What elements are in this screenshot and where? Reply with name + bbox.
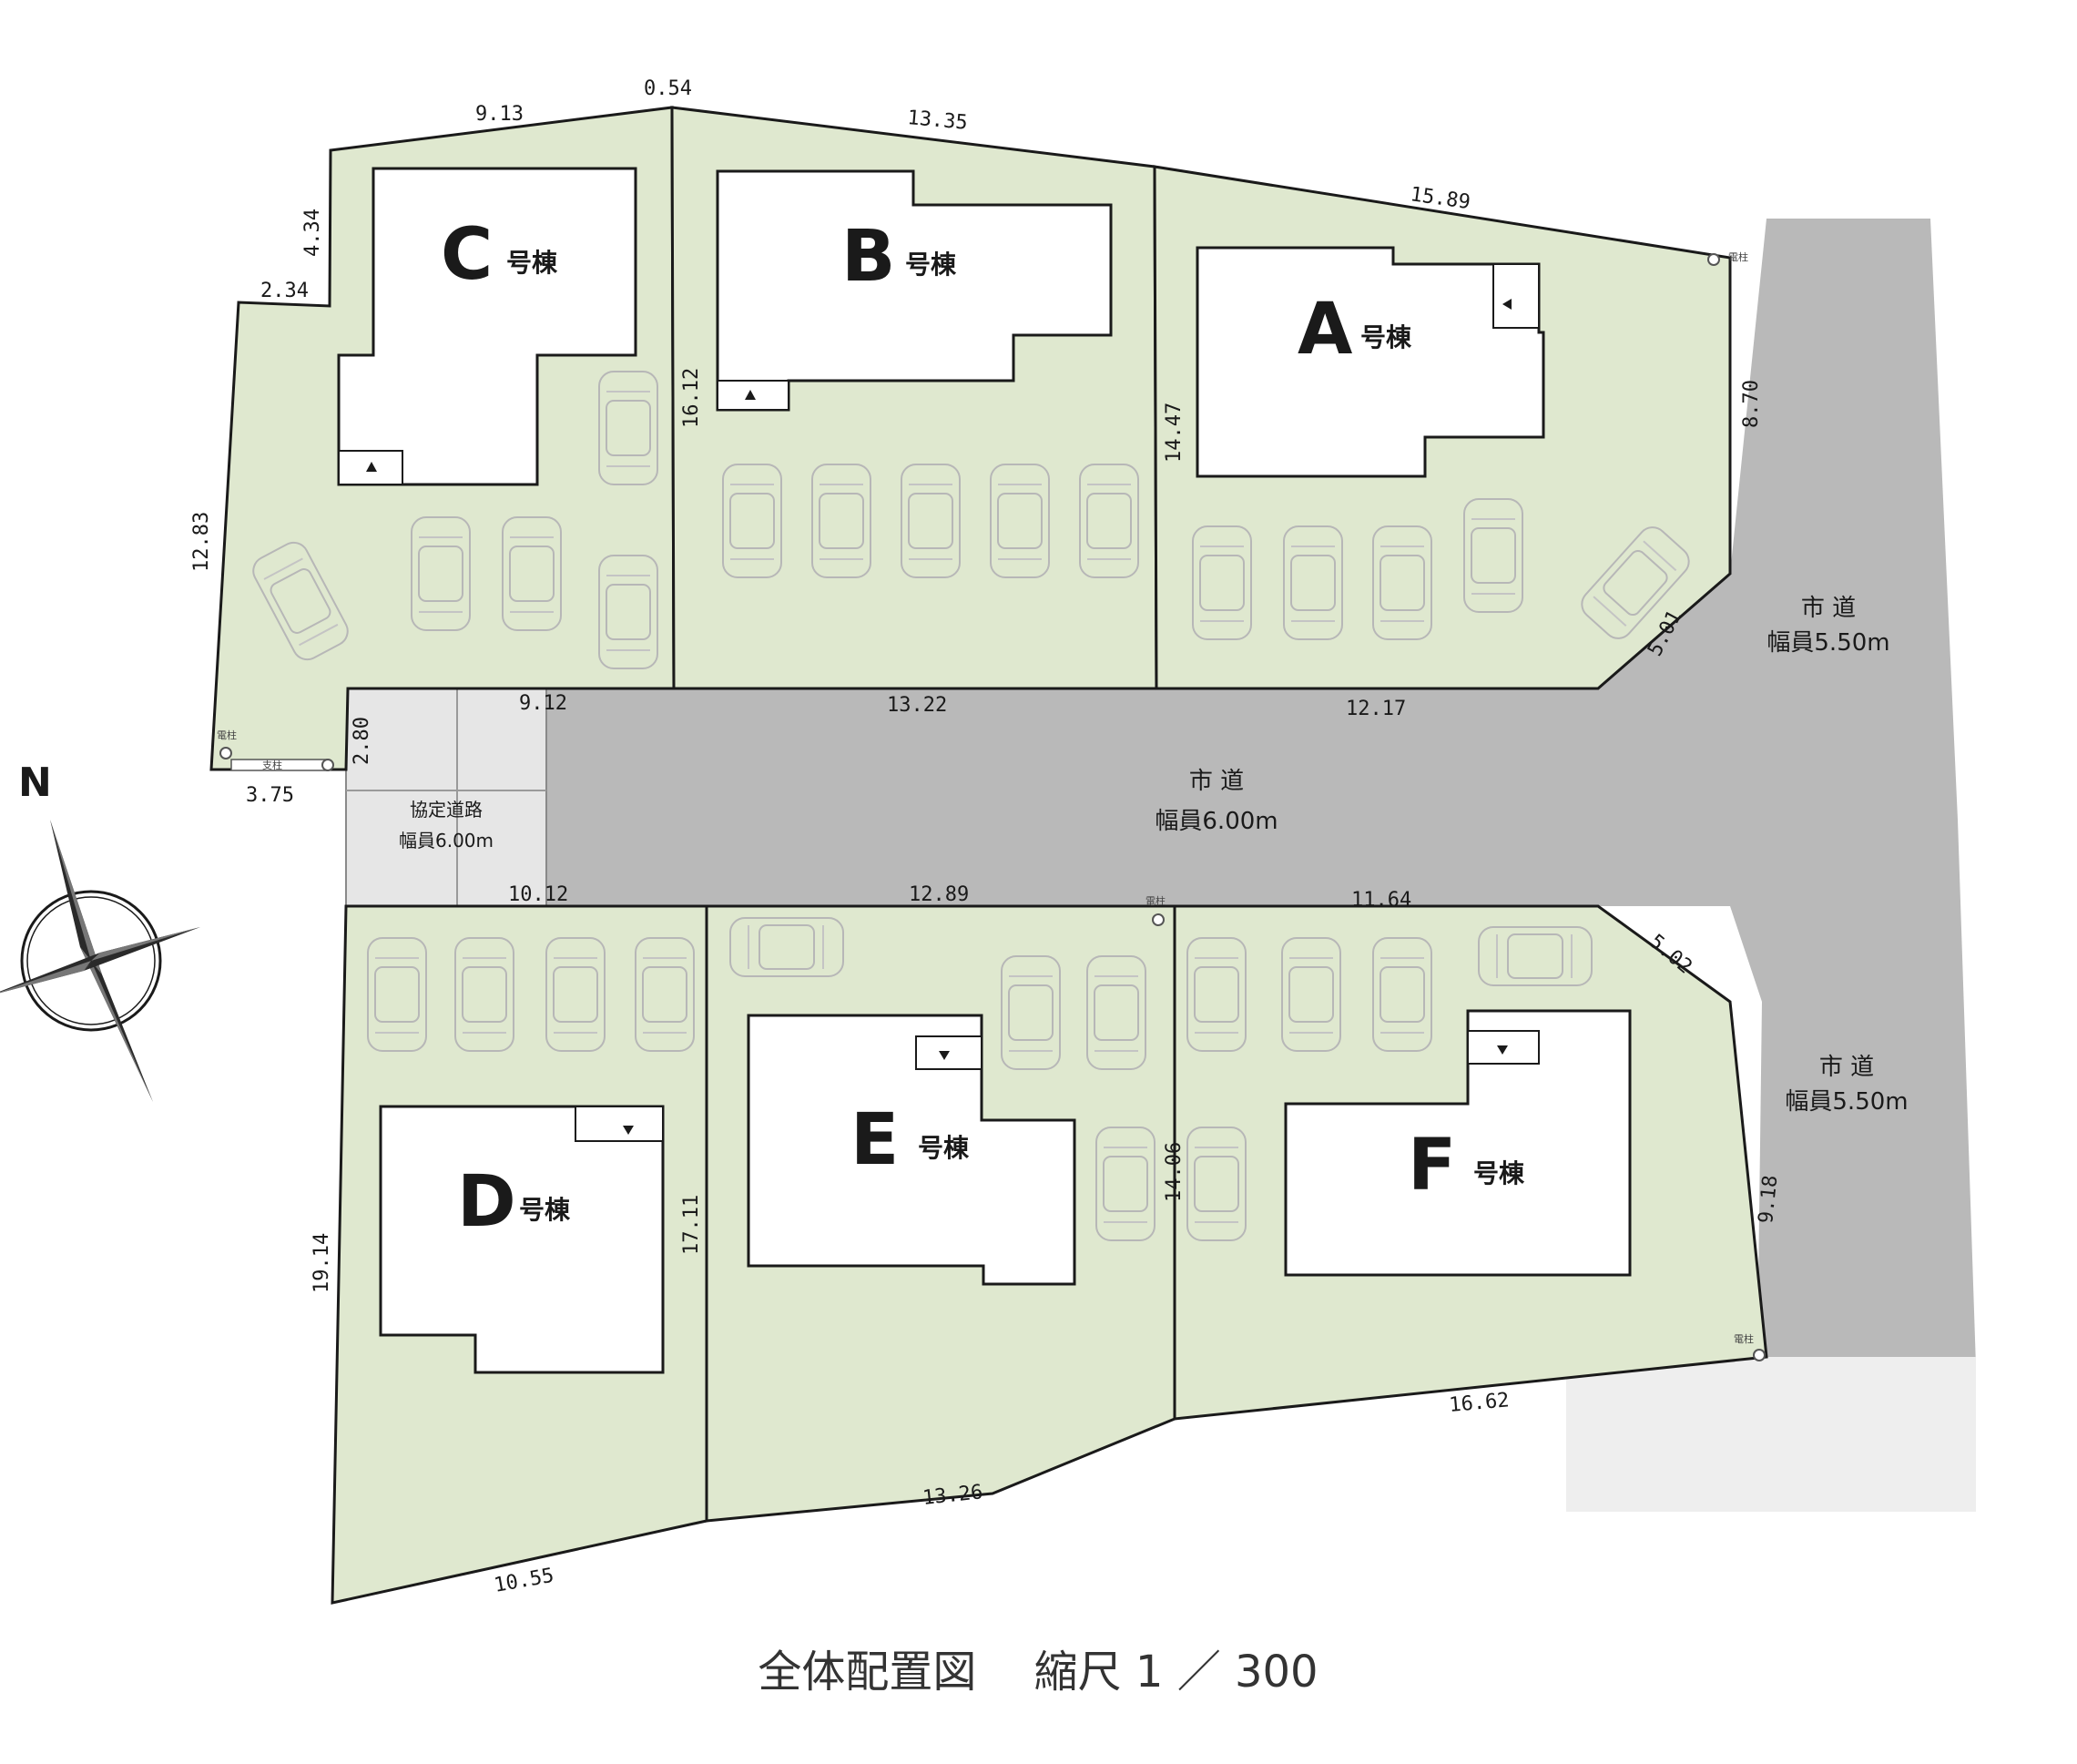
utility-pole-w <box>219 747 232 760</box>
parked-car <box>1086 955 1146 1070</box>
agreement-road <box>345 688 547 907</box>
parked-car <box>367 937 427 1052</box>
east-road-south-name: 市 道 <box>1819 1054 1874 1081</box>
parked-car <box>722 464 782 578</box>
dim-north-f: 11.64 <box>1351 889 1411 912</box>
parked-car <box>1095 1127 1156 1241</box>
parked-car <box>411 516 471 631</box>
east-road <box>1598 219 1976 1366</box>
dim-c-step-horizontal: 2.34 <box>260 280 309 302</box>
dim-ef-boundary: 14.06 <box>1163 1142 1186 1202</box>
dim-c-step-vertical: 4.34 <box>301 209 324 257</box>
house-f <box>1284 1009 1632 1277</box>
north-arrow: N <box>0 760 200 1102</box>
parked-car <box>598 555 658 669</box>
lot-suffix-f: 号棟 <box>1473 1158 1525 1188</box>
scan-patch <box>1566 1357 1976 1512</box>
dim-south-a: 12.17 <box>1346 698 1406 720</box>
entrance-markers <box>338 263 1540 1142</box>
lot-labels: C 号棟 B 号棟 A 号棟 D 号棟 E 号棟 F 号棟 <box>441 214 1525 1243</box>
dim-bc-boundary: 16.12 <box>680 368 703 428</box>
road-labels: 市 道 幅員6.00m 市 道 幅員5.50m 市 道 幅員5.50m 協定道路… <box>399 595 1909 1116</box>
lot-label-d: D <box>457 1161 516 1243</box>
parked-car <box>729 917 844 977</box>
parked-car <box>252 541 349 661</box>
parked-car <box>1372 525 1432 640</box>
pole-label-se: 電柱 <box>1734 1332 1754 1345</box>
pole-label-mid: 電柱 <box>1145 894 1166 907</box>
east-road-south-width: 幅員5.50m <box>1785 1088 1908 1116</box>
parked-car <box>545 937 606 1052</box>
lot-suffix-e: 号棟 <box>918 1133 970 1163</box>
dim-west-d: 19.14 <box>311 1233 333 1293</box>
stay-anchor <box>321 759 334 771</box>
lot-suffix-c: 号棟 <box>506 248 558 278</box>
utility-marks: 電柱 電柱 電柱 電柱 支柱 <box>217 250 1766 1361</box>
parked-car <box>1463 498 1523 613</box>
parked-car <box>454 937 514 1052</box>
parked-car <box>1079 464 1139 578</box>
east-road-north-width: 幅員5.50m <box>1766 629 1889 657</box>
lot-suffix-a: 号棟 <box>1360 322 1412 352</box>
dim-east-a: 8.70 <box>1740 380 1763 428</box>
lot-suffix-d: 号棟 <box>519 1195 571 1225</box>
dim-de-boundary: 17.11 <box>680 1195 703 1255</box>
dim-north-offset: 0.54 <box>644 77 692 100</box>
parked-car <box>1186 1127 1247 1241</box>
dim-north-c: 9.13 <box>475 103 524 126</box>
dim-ab-boundary: 14.47 <box>1163 403 1186 463</box>
lot-label-f: F <box>1408 1125 1456 1207</box>
house-a <box>1196 246 1545 478</box>
lot-label-e: E <box>850 1099 899 1181</box>
parked-car <box>1001 955 1061 1070</box>
agreement-road-name: 協定道路 <box>410 799 483 821</box>
dim-agreement-width: 2.80 <box>351 717 373 765</box>
agreement-road-width: 幅員6.00m <box>399 830 494 851</box>
main-road-name: 市 道 <box>1189 768 1244 795</box>
parking-cars <box>252 371 1690 1241</box>
east-road-north-name: 市 道 <box>1801 595 1856 622</box>
lot-label-b: B <box>841 216 895 298</box>
dim-north-d: 10.12 <box>508 883 568 906</box>
parked-car <box>1581 526 1690 639</box>
parked-car <box>1192 525 1252 640</box>
main-road-width: 幅員6.00m <box>1155 808 1278 835</box>
dim-south-b: 13.22 <box>887 694 947 717</box>
main-road <box>545 688 1598 906</box>
lot-label-c: C <box>441 214 493 296</box>
dim-north-b: 13.35 <box>906 107 968 135</box>
parked-car <box>635 937 695 1052</box>
dim-east-f: 9.18 <box>1755 1174 1782 1224</box>
parked-car <box>1283 525 1343 640</box>
dim-north-e: 12.89 <box>909 883 969 906</box>
parked-car <box>1281 937 1341 1052</box>
utility-pole-ne <box>1707 253 1720 266</box>
dim-south-d: 10.55 <box>493 1565 556 1597</box>
plan-caption: 全体配置図 縮尺 1 ／ 300 <box>758 1647 1318 1698</box>
parked-car <box>990 464 1050 578</box>
house-d <box>379 1105 665 1374</box>
utility-pole-se <box>1753 1349 1766 1361</box>
dim-south-f: 16.62 <box>1448 1389 1510 1417</box>
lot-label-a: A <box>1298 289 1352 371</box>
parked-car <box>1372 937 1432 1052</box>
lot-suffix-b: 号棟 <box>905 250 957 280</box>
house-c <box>337 167 637 486</box>
parked-car <box>598 371 658 485</box>
dim-south-c: 9.12 <box>519 692 567 715</box>
utility-pole-mid <box>1152 913 1165 926</box>
parked-car <box>1478 926 1593 986</box>
pole-label-ne: 電柱 <box>1728 250 1748 263</box>
parked-car <box>1186 937 1247 1052</box>
parked-car <box>901 464 961 578</box>
parked-car <box>502 516 562 631</box>
north-label: N <box>18 760 52 806</box>
dim-west-c: 12.83 <box>190 512 213 572</box>
pole-label-w: 電柱 <box>217 729 237 741</box>
dim-west-stay: 3.75 <box>246 784 294 807</box>
parked-car <box>811 464 871 578</box>
stay-label: 支柱 <box>262 759 282 771</box>
